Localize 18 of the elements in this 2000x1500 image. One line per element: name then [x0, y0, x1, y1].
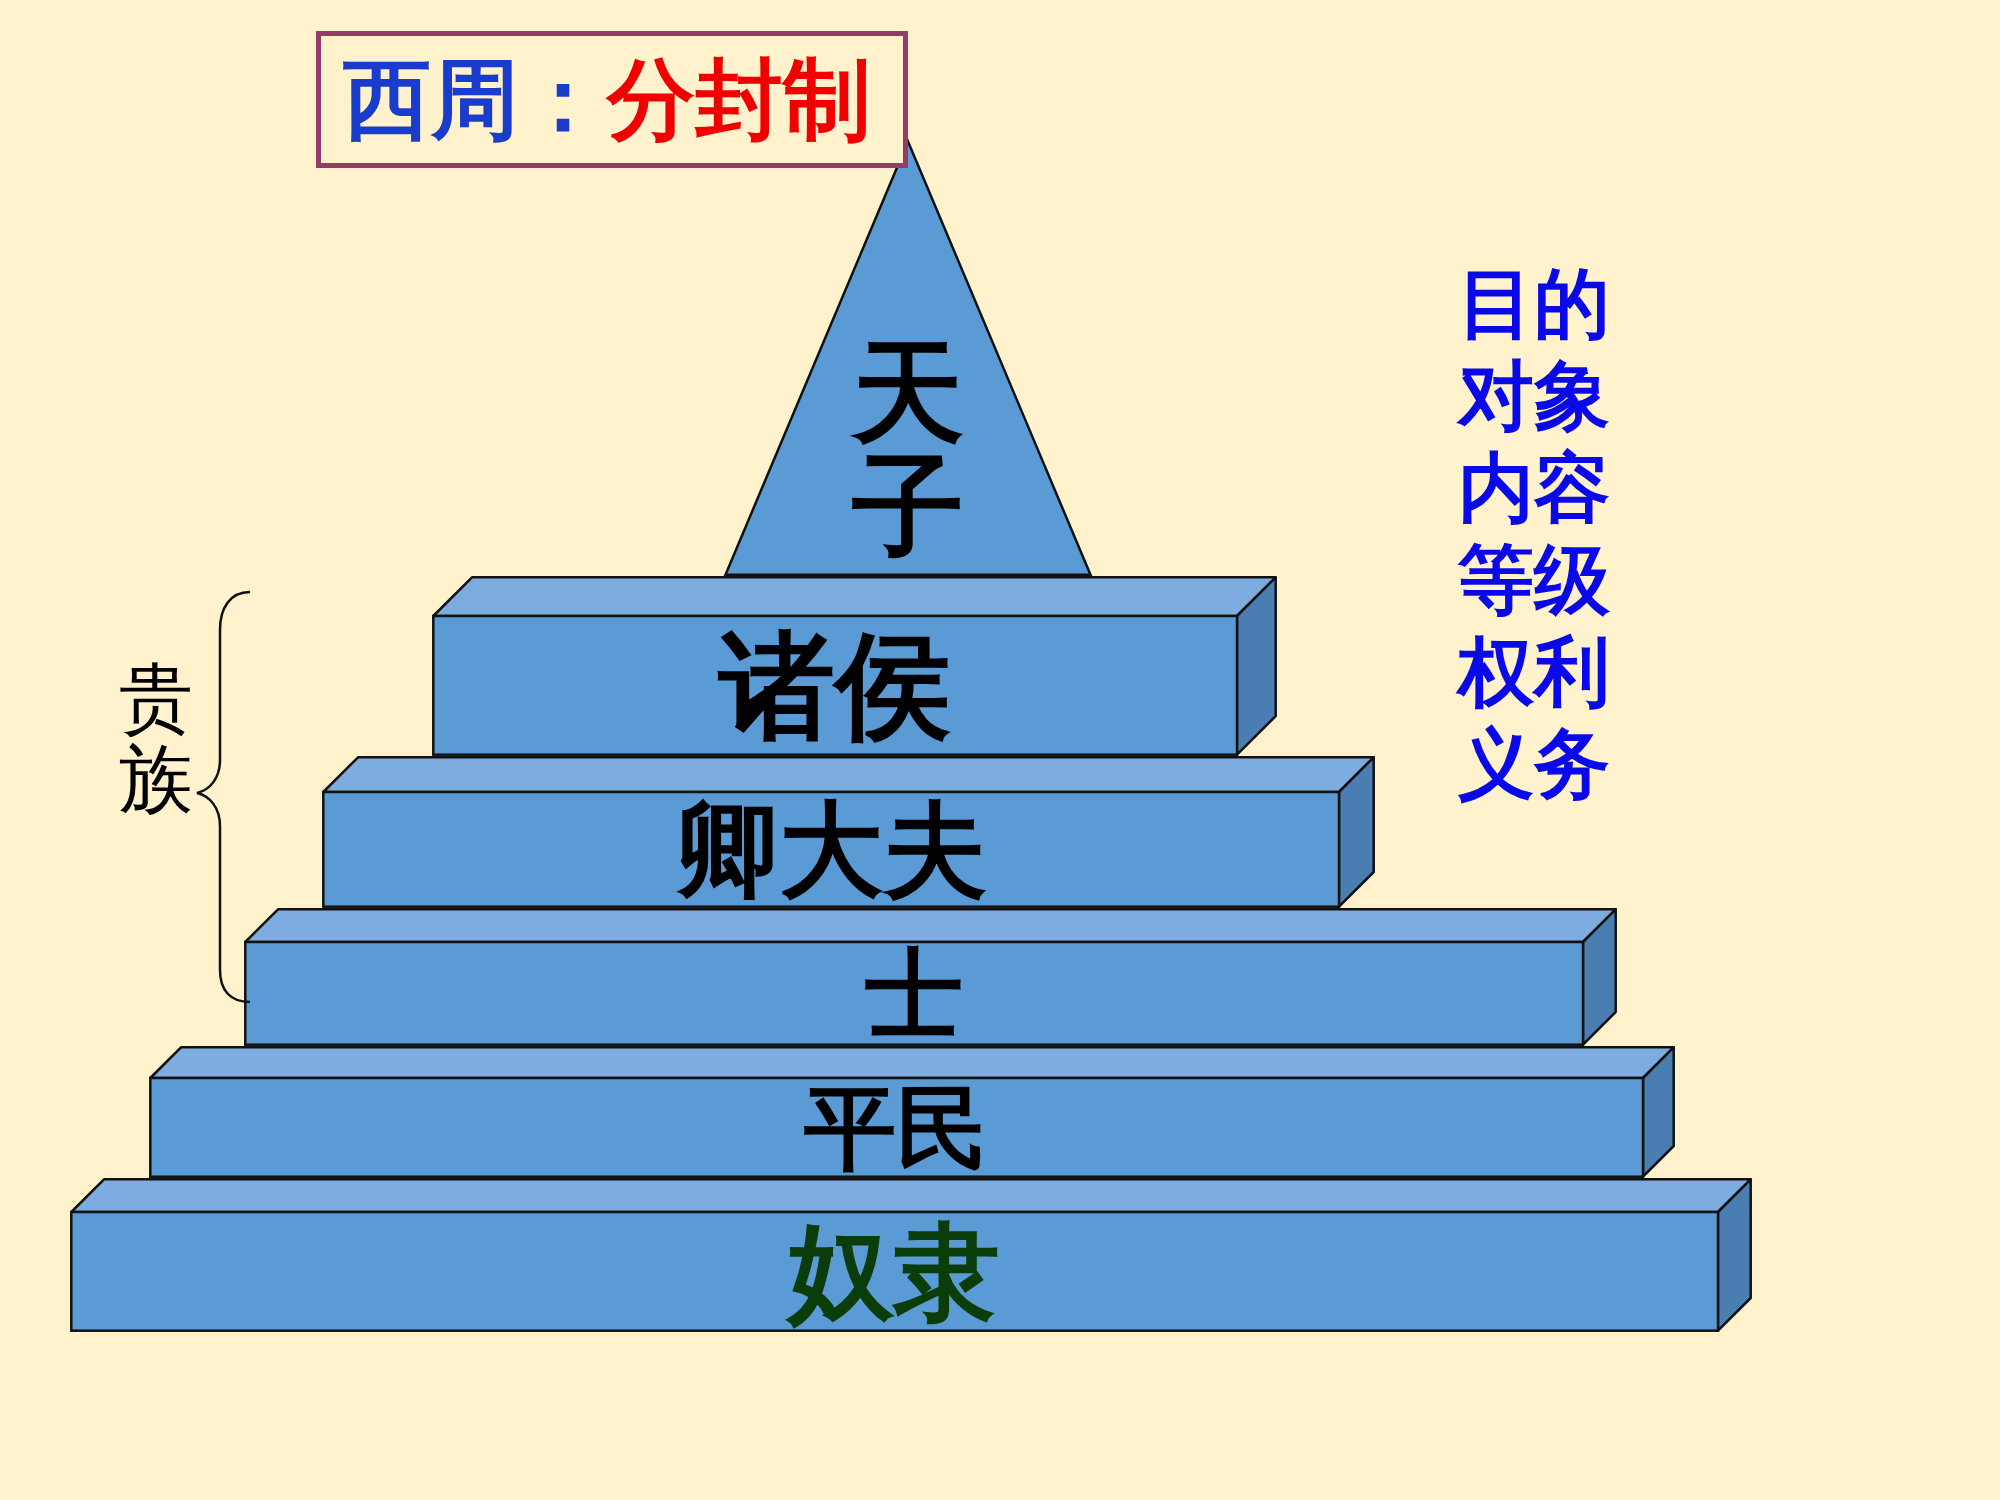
layer-label: 平民: [804, 1082, 988, 1174]
apex-label: 天子: [850, 336, 965, 565]
layer-label: 诸侯: [718, 628, 951, 744]
title-box: [316, 31, 908, 168]
layer-block: [70, 1178, 1752, 1332]
layer-label: 卿大夫: [674, 798, 987, 902]
title-text: 分封制: [607, 55, 871, 144]
topic-label: 内容: [1458, 450, 1610, 526]
layer-block: [432, 576, 1277, 756]
topic-label: 目的: [1458, 266, 1610, 342]
bracket-label: 贵族: [118, 660, 194, 820]
layer-block: [322, 756, 1375, 908]
layer-label: 士: [864, 945, 963, 1043]
topic-label: 对象: [1458, 358, 1610, 434]
layer-block: [244, 908, 1617, 1046]
topic-label: 等级: [1458, 542, 1610, 618]
layer-block: [149, 1046, 1675, 1178]
topic-label: 义务: [1458, 726, 1610, 802]
